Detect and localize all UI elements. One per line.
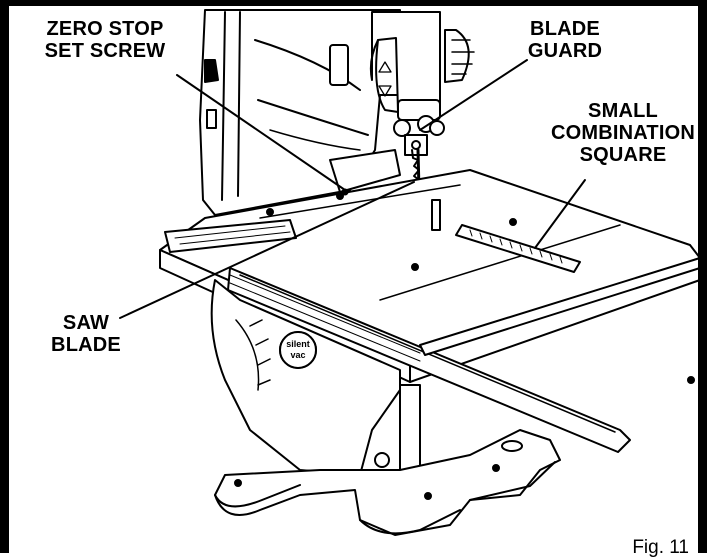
label-line: SMALL — [588, 100, 658, 122]
leader-zero-stop — [176, 74, 346, 191]
saw-base — [214, 376, 695, 536]
label-line: SQUARE — [579, 144, 667, 166]
leader-lines — [119, 59, 586, 319]
blade-guard — [369, 11, 475, 156]
label-line: SET SCREW — [44, 40, 166, 62]
label-line: COMBINATION — [550, 122, 696, 144]
label-small-combination-square: SMALL COMBINATION SQUARE — [548, 100, 698, 166]
combination-square — [431, 199, 581, 273]
fence-rail — [227, 257, 701, 453]
label-line: ZERO STOP — [46, 18, 164, 40]
leader-saw-blade — [119, 181, 415, 319]
leader-combination-square — [534, 179, 586, 249]
label-line: BLADE — [530, 18, 600, 40]
badge-line-2: vac — [290, 350, 305, 360]
label-line: GUARD — [527, 40, 603, 62]
badge-line-1: silent — [286, 339, 310, 349]
figure-number: Fig. 11 — [632, 537, 689, 558]
label-line: BLADE — [51, 334, 121, 356]
label-blade-guard: BLADE GUARD — [520, 18, 610, 62]
label-saw-blade: SAW BLADE — [46, 312, 126, 356]
label-zero-stop-set-screw: ZERO STOP SET SCREW — [30, 18, 180, 62]
label-line: SAW — [62, 312, 110, 334]
silent-vac-badge: silent vac — [279, 331, 317, 369]
leader-blade-guard — [419, 59, 528, 131]
